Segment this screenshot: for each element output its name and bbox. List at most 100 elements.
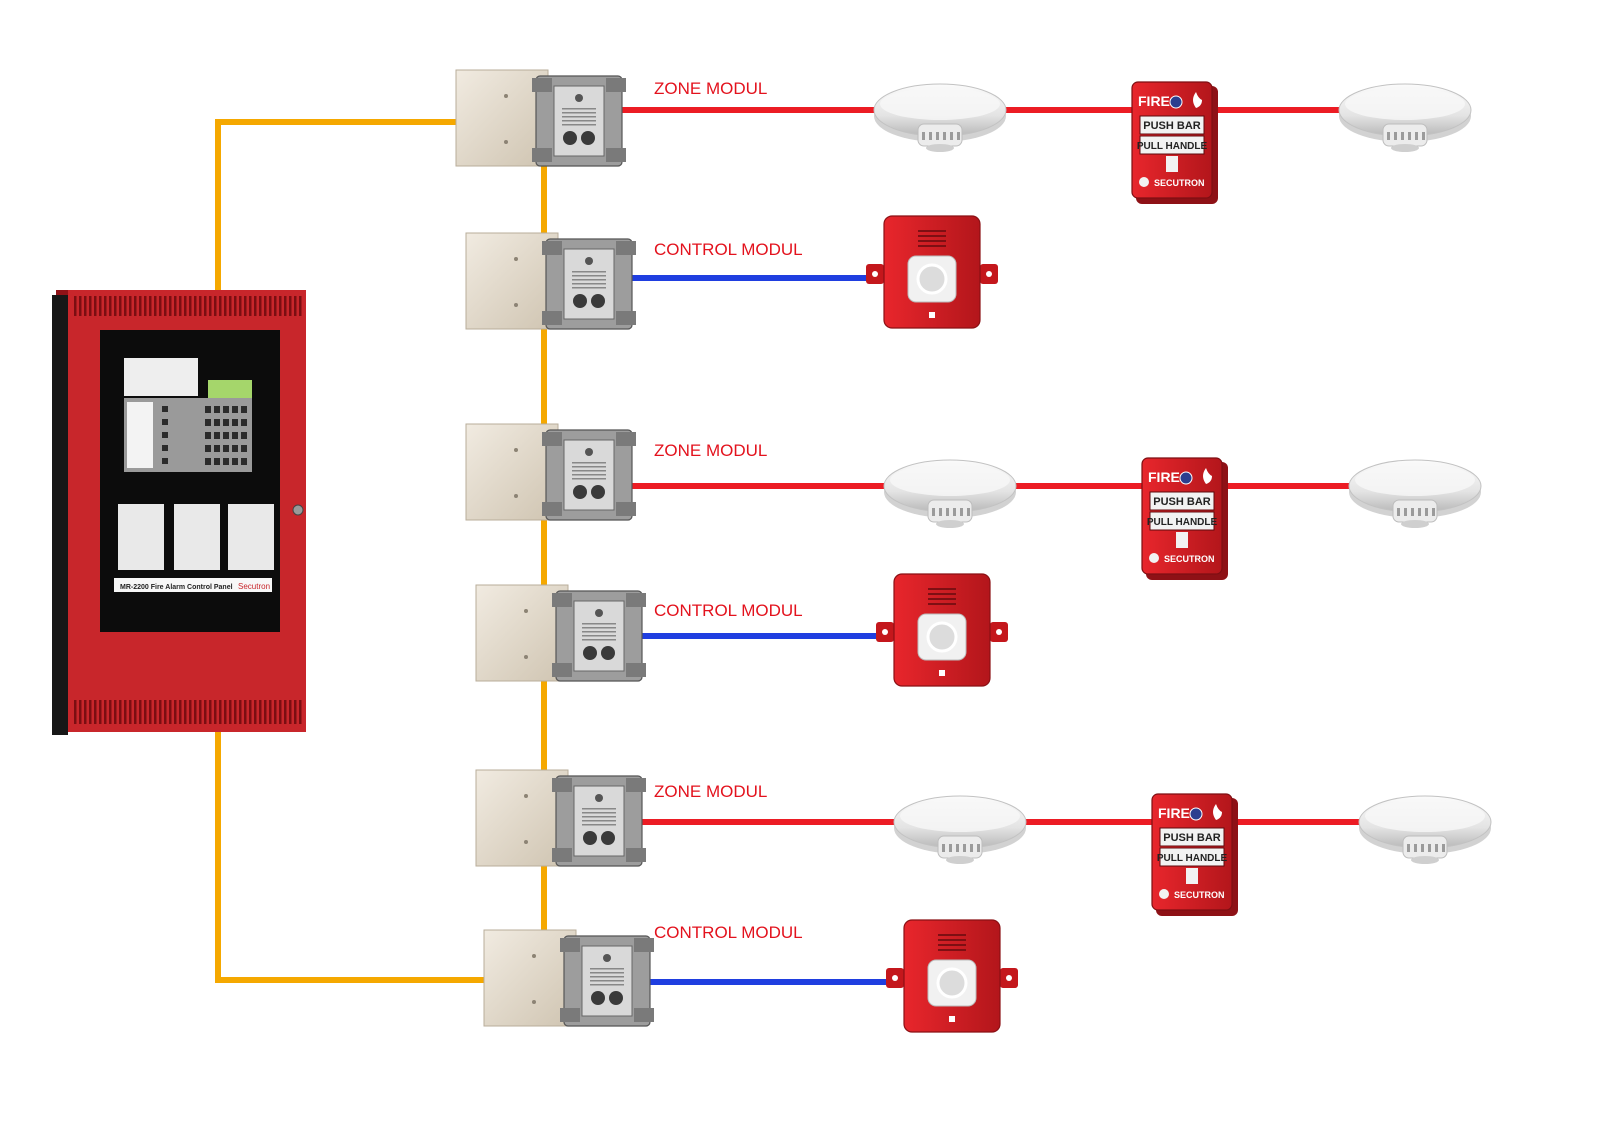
keypad-key [241, 445, 247, 452]
vent-slot [279, 700, 282, 724]
vent-slot [174, 296, 177, 316]
vent-slot [239, 296, 242, 316]
vent-slot [104, 700, 107, 724]
vent-slot [239, 700, 242, 724]
rotary-switch-icon [601, 646, 615, 660]
keypad-key [205, 458, 211, 465]
key-lock-icon [1179, 471, 1193, 485]
vent-slot [199, 700, 202, 724]
rotary-switch-icon [583, 646, 597, 660]
smoke-detector [1358, 795, 1492, 864]
vent-slot [299, 700, 302, 724]
vent-slot [164, 700, 167, 724]
module-led-icon [595, 609, 603, 617]
speaker-grille [938, 934, 966, 936]
keypad-key [232, 432, 238, 439]
smoke-detector [1338, 83, 1472, 152]
vent-slot [149, 296, 152, 316]
smoke-detector [1348, 459, 1482, 528]
smoke-detector [893, 795, 1027, 864]
keypad-key [232, 406, 238, 413]
panel-label-strip [114, 578, 272, 592]
vent-slot [254, 296, 257, 316]
vent-slot [94, 296, 97, 316]
pull-station-brand: SECUTRON [1154, 178, 1205, 188]
keypad-key [214, 458, 220, 465]
vent-slot [224, 296, 227, 316]
panel-lock-icon [292, 504, 304, 516]
speaker-grille [918, 245, 946, 247]
pull-station-push-label: PUSH BAR [1143, 120, 1201, 132]
vent-slot [154, 296, 157, 316]
module-led-icon [603, 954, 611, 962]
vent-slot [169, 700, 172, 724]
control-key [162, 458, 168, 464]
keypad-key [214, 419, 220, 426]
rotary-switch-icon [581, 131, 595, 145]
pull-station-brand: SECUTRON [1174, 890, 1225, 900]
pull-station-brand: SECUTRON [1164, 554, 1215, 564]
zone-module-label: ZONE MODUL [654, 79, 767, 98]
keypad-key [241, 406, 247, 413]
keypad-key [214, 406, 220, 413]
flame-icon [1203, 468, 1212, 484]
keypad-key [223, 419, 229, 426]
vent-slot [109, 700, 112, 724]
rotary-switch-icon [591, 485, 605, 499]
speaker-grille [928, 593, 956, 595]
vent-slot [134, 700, 137, 724]
fire-alarm-control-panel: MR-2200 Fire Alarm Control Panel Secutro… [52, 290, 306, 735]
keypad-key [223, 458, 229, 465]
rotary-switch-icon [583, 831, 597, 845]
vent-slot [259, 700, 262, 724]
vent-slot [249, 296, 252, 316]
vent-slot [189, 296, 192, 316]
vent-slot [254, 700, 257, 724]
vent-slot [114, 700, 117, 724]
vent-slot [94, 700, 97, 724]
zone-module-label: ZONE MODUL [654, 782, 767, 801]
vent-slot [234, 700, 237, 724]
panel-brand: Secutron [238, 582, 270, 591]
vent-slot [229, 296, 232, 316]
pull-station-pull-label: PULL HANDLE [1137, 141, 1208, 152]
vent-slot [119, 296, 122, 316]
lcd-display [208, 380, 252, 398]
vent-slot [219, 296, 222, 316]
speaker-grille [938, 944, 966, 946]
vent-slot [224, 700, 227, 724]
control-module-label: CONTROL MODUL [654, 240, 803, 259]
speaker-grille [918, 235, 946, 237]
vent-slot [89, 296, 92, 316]
vent-slot [249, 700, 252, 724]
speaker-grille [918, 230, 946, 232]
keypad-key [214, 445, 220, 452]
vent-slot [234, 296, 237, 316]
pull-station-push-label: PUSH BAR [1163, 832, 1221, 844]
vent-slot [154, 700, 157, 724]
keypad-key [205, 445, 211, 452]
speaker-grille [938, 949, 966, 951]
vent-slot [259, 296, 262, 316]
rotary-switch-icon [591, 991, 605, 1005]
keypad-key [232, 419, 238, 426]
vent-slot [214, 700, 217, 724]
vent-slot [104, 296, 107, 316]
vent-slot [204, 700, 207, 724]
vent-slot [179, 700, 182, 724]
vent-slot [84, 296, 87, 316]
keypad-key [205, 419, 211, 426]
vent-slot [129, 700, 132, 724]
keypad-key [223, 406, 229, 413]
rotary-switch-icon [591, 294, 605, 308]
module-led-icon [585, 448, 593, 456]
vent-slot [244, 296, 247, 316]
vent-slot [194, 296, 197, 316]
vent-slot [79, 296, 82, 316]
